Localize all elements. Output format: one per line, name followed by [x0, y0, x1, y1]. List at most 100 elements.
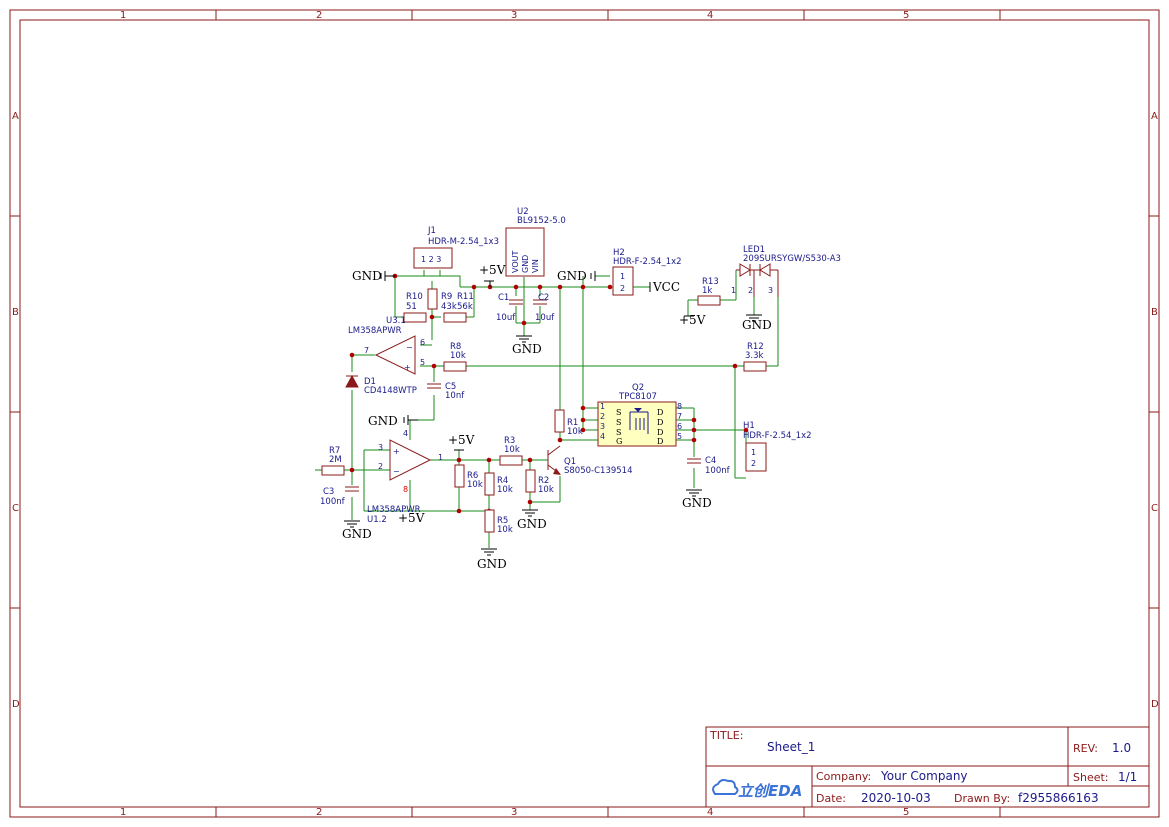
- p5v-label: +5V: [679, 313, 706, 327]
- logo-text: 立创EDA: [738, 782, 802, 800]
- r3-value: 10k: [504, 445, 520, 455]
- r8-resistor[interactable]: R8 10k: [443, 342, 467, 372]
- r9-resistor[interactable]: R9 43k: [427, 288, 457, 312]
- svg-text:D: D: [657, 408, 663, 417]
- r12-value: 3.3k: [745, 351, 764, 361]
- j1-connector[interactable]: 1 2 3 J1 HDR-M-2.54_1x3: [413, 226, 499, 269]
- u31-value: LM358APWR: [348, 326, 402, 336]
- d1-ref: D1: [364, 377, 376, 387]
- c4-value: 100nf: [705, 466, 731, 476]
- row-label: A: [12, 111, 19, 122]
- row-label: D: [1151, 699, 1159, 710]
- h2-header[interactable]: 1 2 H2 HDR-F-2.54_1x2: [612, 248, 682, 296]
- d1-diode[interactable]: D1 CD4148WTP: [345, 374, 417, 396]
- r11-resistor[interactable]: R11 56k: [443, 292, 474, 323]
- u2-regulator[interactable]: VOUT GND VIN U2 BL9152-5.0: [505, 207, 566, 277]
- r13-value: 1k: [702, 286, 712, 296]
- r1-resistor[interactable]: R1 10k: [554, 409, 583, 437]
- u31-pin5: 5: [420, 358, 425, 367]
- r9-ref: R9: [441, 292, 452, 302]
- u12-pin8: 8: [403, 485, 408, 494]
- c4-ref: C4: [705, 456, 716, 466]
- q2-pin6: 6: [677, 422, 682, 431]
- row-label: C: [1151, 503, 1158, 514]
- r5-resistor[interactable]: R5 10k: [484, 509, 513, 535]
- c1-capacitor[interactable]: C1 10uf: [496, 293, 523, 323]
- company-value: Your Company: [880, 769, 968, 783]
- r10-value: 51: [406, 302, 417, 312]
- led1-pin1: 1: [731, 286, 736, 295]
- row-label: B: [12, 307, 19, 318]
- led1-led[interactable]: 1 2 3 LED1 209SURSYGW/S530-A3: [731, 245, 841, 297]
- p5v-label: +5V: [398, 511, 425, 525]
- q2-pin5: 5: [677, 432, 682, 441]
- u12-pin3: 3: [378, 443, 383, 452]
- j1-value: HDR-M-2.54_1x3: [428, 237, 499, 247]
- led1-pin2: 2: [748, 286, 753, 295]
- u31-plus: +: [404, 363, 411, 372]
- gnd-label: GND: [517, 517, 547, 531]
- gnd-label: GND: [742, 318, 772, 332]
- r12-resistor[interactable]: R12 3.3k: [743, 342, 767, 372]
- h1-header[interactable]: 1 2 H1 HDR-F-2.54_1x2: [743, 421, 812, 472]
- c4-capacitor[interactable]: C4 100nf: [687, 456, 731, 476]
- c2-capacitor[interactable]: C2 10uf: [533, 293, 555, 323]
- title-block: TITLE: Sheet_1 REV: 1.0 Company: Your Co…: [705, 726, 1150, 808]
- gnd-label: GND: [512, 342, 542, 356]
- r6-ref: R6: [467, 471, 478, 481]
- r7-value: 2M: [329, 455, 342, 465]
- svg-text:S: S: [616, 418, 621, 427]
- h2-value: HDR-F-2.54_1x2: [613, 257, 682, 267]
- svg-text:D: D: [657, 437, 663, 446]
- q2-pin1: 1: [600, 402, 605, 411]
- q2-pin3: 3: [600, 422, 605, 431]
- led1-pin3: 3: [768, 286, 773, 295]
- u2-pin-vout: VOUT: [511, 251, 520, 273]
- u2-value: BL9152-5.0: [517, 216, 566, 226]
- gnd-label: GND: [368, 414, 398, 428]
- u31-pin6: 6: [420, 338, 425, 347]
- r2-value: 10k: [538, 485, 554, 495]
- r4-ref: R4: [497, 476, 508, 486]
- q1-ref: Q1: [564, 457, 576, 467]
- r2-resistor[interactable]: R2 10k: [525, 469, 554, 495]
- r7-ref: R7: [329, 446, 340, 456]
- drawn-value: f2955866163: [1018, 791, 1099, 805]
- q1-value: S8050-C139514: [564, 466, 632, 476]
- r1-ref: R1: [567, 418, 578, 428]
- date-label: Date:: [816, 792, 846, 805]
- u2-ref: U2: [517, 207, 529, 217]
- r5-ref: R5: [497, 516, 508, 526]
- c2-ref: C2: [538, 293, 549, 303]
- r3-resistor[interactable]: R3 10k: [499, 436, 523, 466]
- r2-ref: R2: [538, 476, 549, 486]
- r10-resistor[interactable]: R10 51: [403, 292, 427, 323]
- col-label: 1: [120, 807, 126, 818]
- u31-opamp[interactable]: − + 6 5 7 U3.1 LM358APWR: [348, 316, 425, 375]
- q1-transistor[interactable]: Q1 S8050-C139514: [547, 445, 632, 476]
- r13-resistor[interactable]: R13 1k: [697, 277, 721, 306]
- sheet-label: Sheet:: [1073, 771, 1109, 784]
- u31-minus: −: [406, 343, 413, 352]
- q2-pin8: 8: [677, 402, 682, 411]
- col-label: 4: [707, 807, 713, 818]
- u2-pin-vin: VIN: [531, 259, 540, 273]
- c3-capacitor[interactable]: C3 100nf: [320, 486, 359, 507]
- col-label: 5: [903, 807, 909, 818]
- row-label: B: [1151, 307, 1158, 318]
- r7-resistor[interactable]: R7 2M: [321, 446, 345, 476]
- c5-capacitor[interactable]: C5 10nf: [427, 382, 465, 401]
- r8-value: 10k: [450, 351, 466, 361]
- u12-opamp[interactable]: + − 3 2 1 4 8 LM358APWR U1.2: [367, 429, 443, 525]
- u12-pin4: 4: [403, 429, 408, 438]
- r4-resistor[interactable]: R4 10k: [484, 472, 513, 496]
- col-label: 2: [316, 807, 322, 818]
- lceda-logo: 立创EDA: [712, 779, 802, 800]
- svg-text:S: S: [616, 428, 621, 437]
- r8-ref: R8: [450, 342, 461, 352]
- r6-resistor[interactable]: R6 10k: [454, 464, 483, 490]
- r11-ref: R11: [457, 292, 474, 302]
- p5v-label: +5V: [448, 433, 475, 447]
- sheet-frame: 1 2 3 4 5 1 2 3 4 5 A B C D A B C D: [9, 9, 1160, 818]
